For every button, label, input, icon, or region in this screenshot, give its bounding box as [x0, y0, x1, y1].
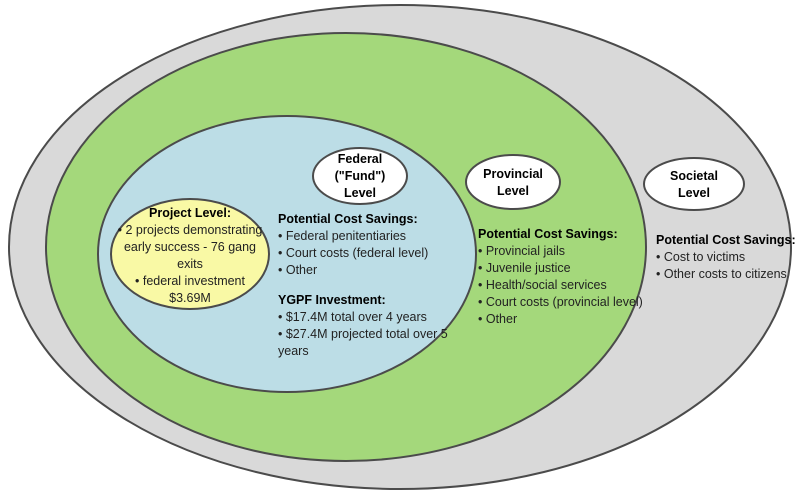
- project-level-heading: Project Level:: [149, 206, 231, 220]
- societal-title-line: Level: [678, 186, 710, 200]
- ygpf-investment-bullet: • $27.4M projected total over 5 years: [278, 327, 448, 358]
- provincial-level-title: Provincial Level: [465, 166, 561, 200]
- federal-savings-bullet: • Federal penitentiaries: [278, 229, 407, 243]
- project-bullet: • 2 projects demonstrating early success…: [117, 223, 263, 271]
- federal-title-line: ("Fund"): [334, 169, 386, 183]
- provincial-bullet: • Other: [478, 312, 518, 326]
- federal-level-text-block: Potential Cost Savings: • Federal penite…: [278, 211, 466, 360]
- societal-level-text-block: Potential Cost Savings: • Cost to victim…: [656, 232, 800, 283]
- federal-savings-bullet: • Court costs (federal level): [278, 246, 429, 260]
- federal-title-line: Federal: [337, 152, 383, 166]
- societal-title-line: Societal: [670, 169, 718, 183]
- federal-savings-bullet: • Other: [278, 263, 318, 277]
- provincial-bullet: • Provincial jails: [478, 244, 566, 258]
- provincial-savings-heading: Potential Cost Savings:: [478, 227, 618, 241]
- federal-savings-heading: Potential Cost Savings:: [278, 212, 418, 226]
- societal-savings-heading: Potential Cost Savings:: [656, 233, 796, 247]
- provincial-title-line: Provincial: [483, 167, 543, 181]
- provincial-bullet: • Juvenile justice: [478, 261, 571, 275]
- provincial-bullet: • Court costs (provincial level): [478, 295, 643, 309]
- societal-label-bubble: [643, 157, 745, 211]
- project-level-text-block: Project Level: • 2 projects demonstratin…: [114, 205, 266, 307]
- federal-level-title: Federal ("Fund") Level: [312, 151, 408, 202]
- provincial-label-bubble: [465, 154, 561, 210]
- provincial-level-text-block: Potential Cost Savings: • Provincial jai…: [478, 226, 663, 328]
- provincial-title-line: Level: [497, 184, 529, 198]
- provincial-bullet: • Health/social services: [478, 278, 607, 292]
- societal-level-title: Societal Level: [646, 168, 742, 202]
- project-bullet: • federal investment $3.69M: [135, 274, 245, 305]
- societal-bullet: • Cost to victims: [656, 250, 746, 264]
- ygpf-investment-heading: YGPF Investment:: [278, 293, 386, 307]
- federal-label-bubble: [312, 147, 408, 205]
- project-level-ellipse: [110, 198, 270, 310]
- ygpf-investment-bullet: • $17.4M total over 4 years: [278, 310, 427, 324]
- federal-title-line: Level: [344, 186, 376, 200]
- societal-bullet: • Other costs to citizens: [656, 267, 787, 281]
